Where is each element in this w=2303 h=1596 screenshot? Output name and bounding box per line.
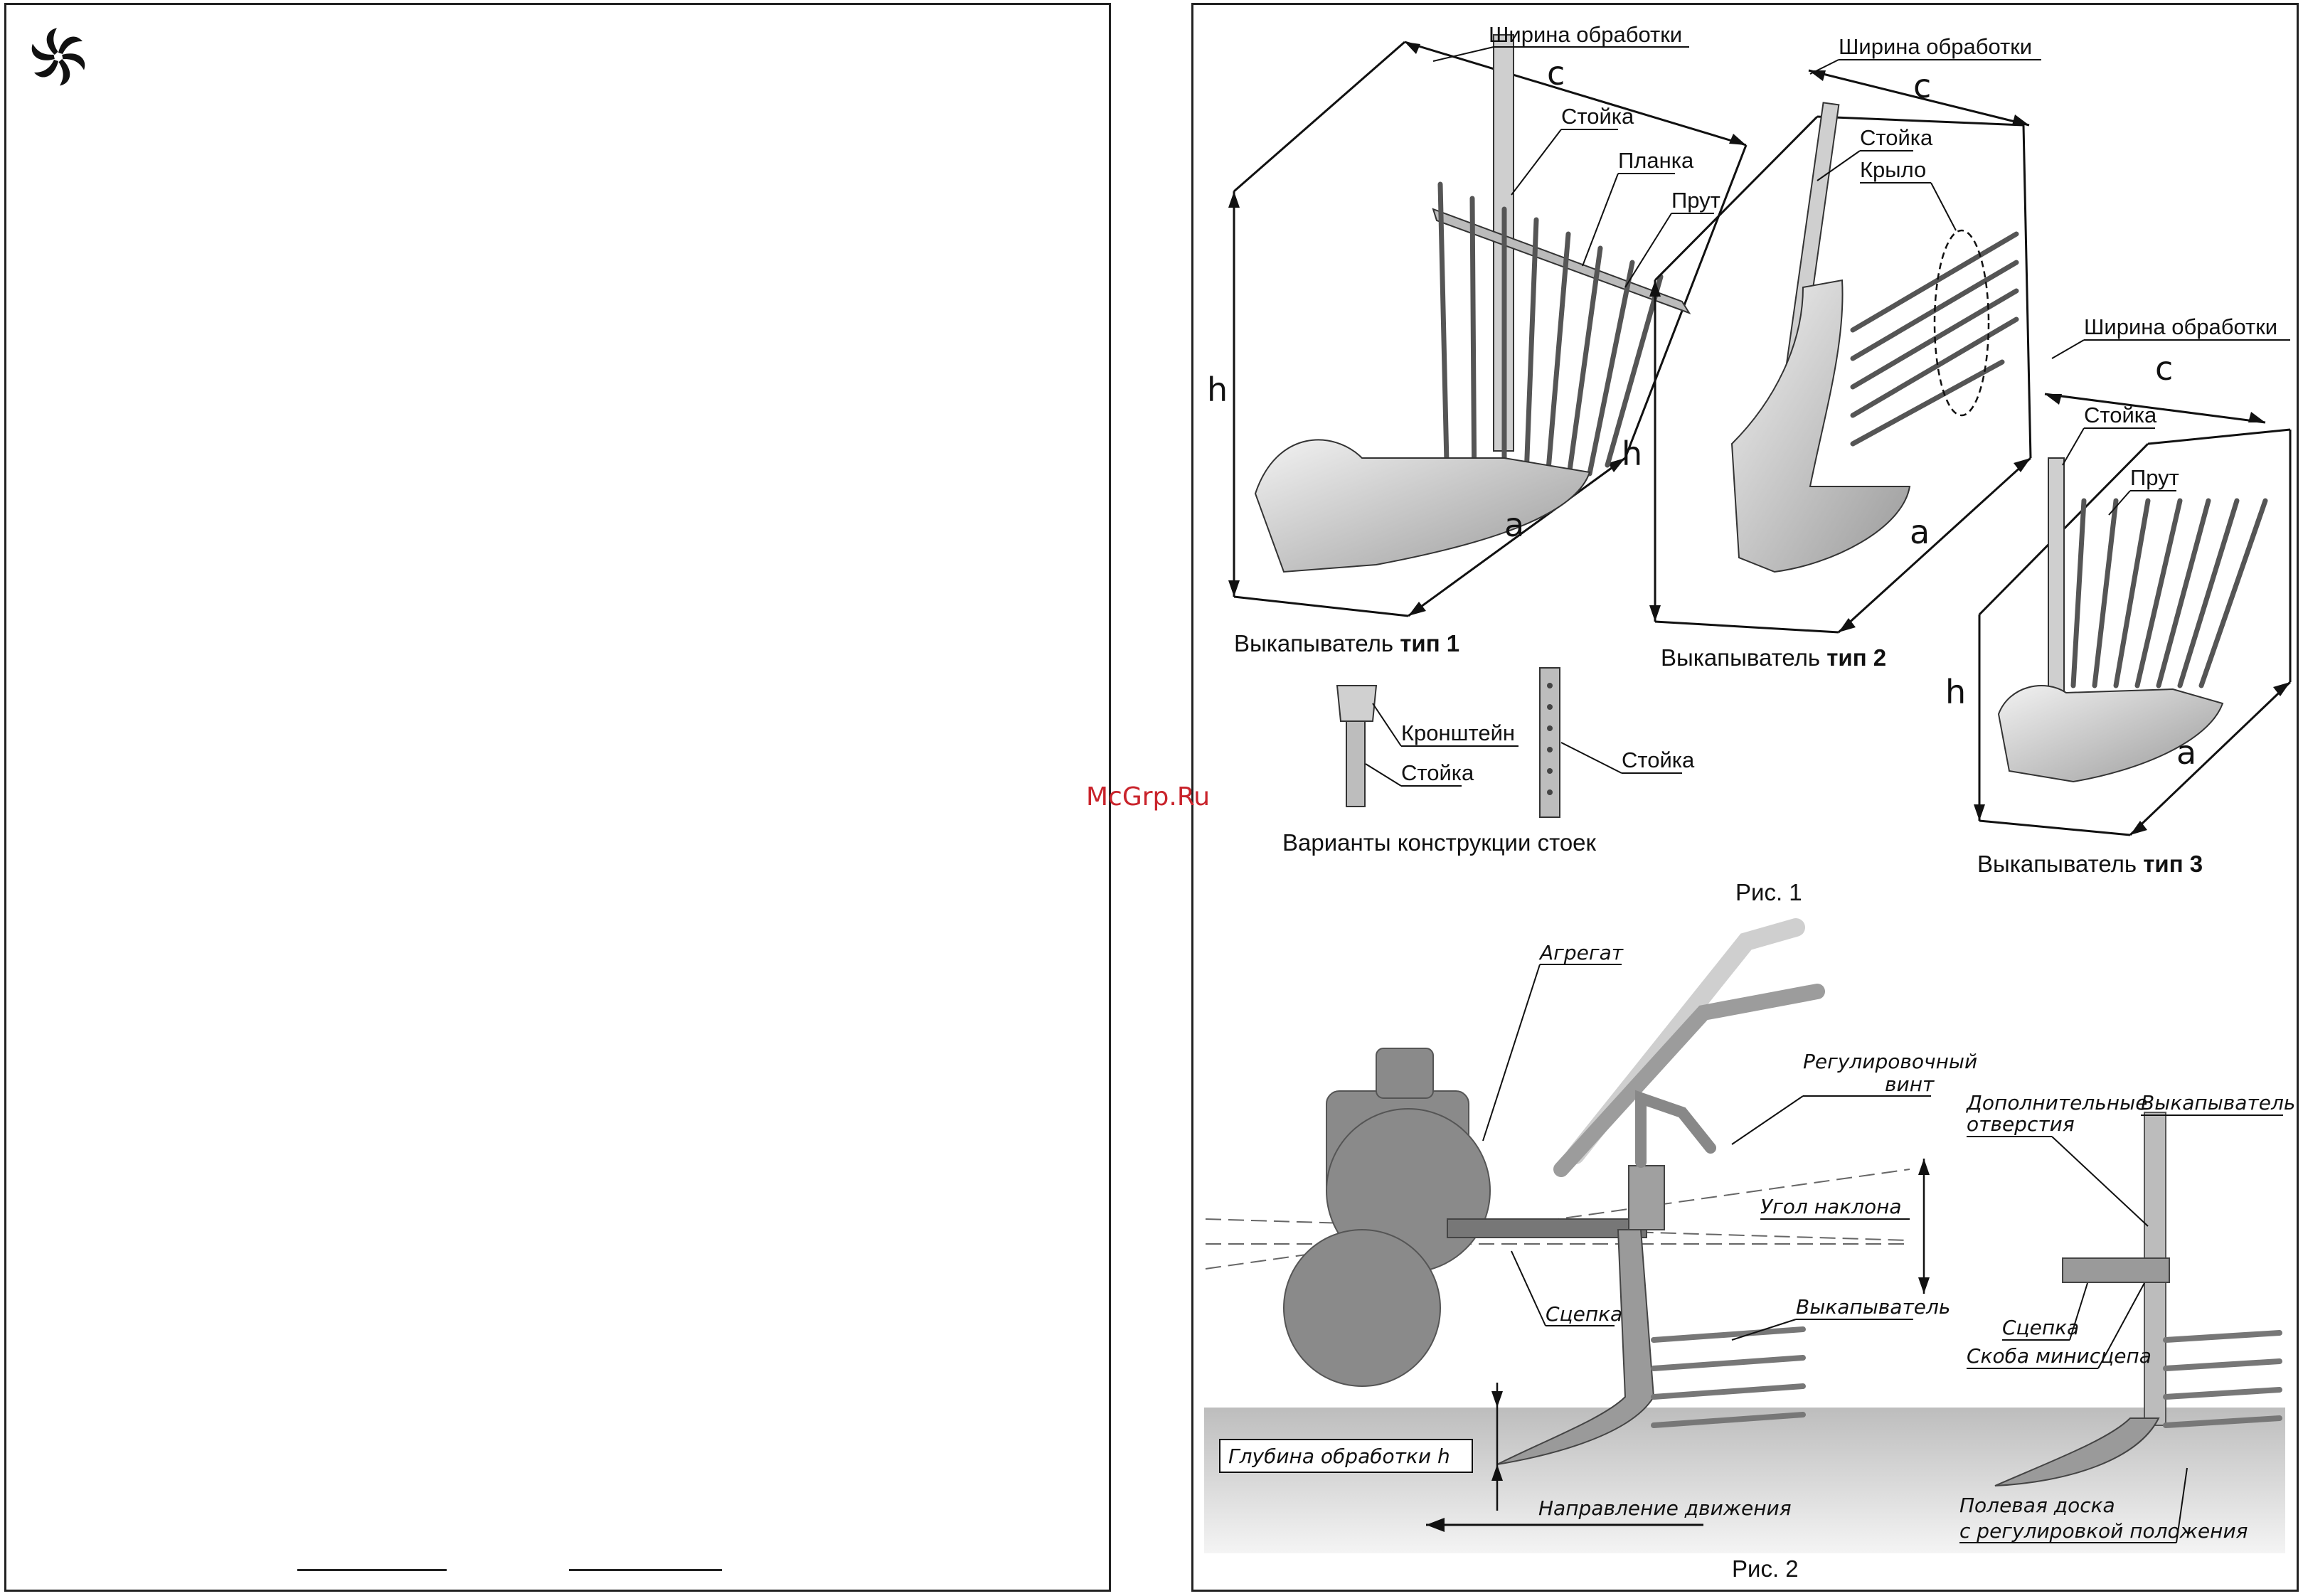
- type1-dim-a: a: [1504, 506, 1524, 544]
- type3-caption: Выкапыватель тип 3: [1977, 851, 2203, 877]
- label-glubina: Глубина обработки h: [1228, 1445, 1450, 1468]
- digger-type-3: Ширина обработки c h a Стойка Прут Выкап…: [1945, 314, 2292, 877]
- label-stoika-a: Стойка: [1401, 760, 1474, 785]
- type1-caption: Выкапыватель тип 1: [1234, 630, 1459, 656]
- signature-line-2: [569, 1569, 722, 1571]
- type1-width-label: Ширина обработки: [1489, 22, 1682, 47]
- type2-dim-h: h: [1622, 435, 1642, 473]
- figure-2: Агрегат Регулировочный винт Угол наклона…: [1204, 918, 2295, 1553]
- type1-label-stoika: Стойка: [1561, 104, 1634, 129]
- fig1-caption: Рис. 1: [1735, 879, 1802, 905]
- type3-dim-a: a: [2176, 733, 2196, 772]
- label-vykap-right: Выкапыватель: [2141, 1091, 2295, 1114]
- type2-label-stoika: Стойка: [1860, 125, 1933, 150]
- label-stoika-b: Стойка: [1622, 748, 1695, 772]
- type3-dim-h: h: [1945, 673, 1966, 711]
- label-polevaya-1: Полевая доска: [1959, 1494, 2115, 1517]
- pinwheel-logo-icon: [31, 28, 85, 86]
- type1-dim-c: c: [1547, 54, 1565, 92]
- type2-width-label: Ширина обработки: [1839, 34, 2032, 59]
- watermark: McGrp.Ru: [1086, 782, 1211, 812]
- label-ugol: Угол наклона: [1760, 1195, 1902, 1218]
- label-scepka-left: Сцепка: [1546, 1302, 1622, 1326]
- post-variants: Кронштейн Стойка Стойка Варианты констру…: [1282, 667, 1695, 856]
- label-dop-2: отверстия: [1967, 1112, 2075, 1136]
- label-reg-vint-2: винт: [1885, 1073, 1935, 1096]
- type1-label-planka: Планка: [1618, 148, 1694, 173]
- left-page: [4, 3, 1111, 1592]
- label-dop-1: Дополнительные: [1965, 1091, 2147, 1114]
- type3-dim-c: c: [2155, 349, 2173, 388]
- type3-label-stoika: Стойка: [2084, 403, 2157, 427]
- type1-label-prut: Прут: [1671, 188, 1720, 213]
- type2-label-krylo: Крыло: [1860, 157, 1926, 182]
- label-reg-vint-1: Регулировочный: [1803, 1050, 1977, 1073]
- type1-dim-h: h: [1207, 371, 1228, 409]
- post-variants-caption: Варианты конструкции стоек: [1282, 829, 1597, 856]
- type2-dim-a: a: [1910, 513, 1930, 551]
- label-napravlenie: Направление движения: [1538, 1496, 1792, 1520]
- fig2-caption: Рис. 2: [1732, 1555, 1799, 1582]
- signature-line-1: [297, 1569, 447, 1571]
- label-scepka-right: Сцепка: [2002, 1316, 2079, 1339]
- label-kronshtein: Кронштейн: [1401, 720, 1515, 745]
- label-agregat: Агрегат: [1538, 941, 1624, 964]
- label-skoba: Скоба минисцепа: [1967, 1344, 2152, 1368]
- figures-canvas: Ширина обработки c h a Стойка Планка Пру…: [1204, 22, 2295, 1582]
- type2-caption: Выкапыватель тип 2: [1661, 644, 1886, 671]
- type3-width-label: Ширина обработки: [2084, 314, 2277, 339]
- digger-type-2: Ширина обработки c h a Стойка Крыло Выка…: [1622, 34, 2041, 671]
- type2-dim-c: c: [1913, 67, 1931, 105]
- type3-label-prut: Прут: [2130, 465, 2179, 490]
- label-polevaya-2: с регулировкой положения: [1959, 1519, 2248, 1543]
- label-vykap-left: Выкапыватель: [1796, 1295, 1950, 1319]
- digger-type-1: Ширина обработки c h a Стойка Планка Пру…: [1207, 22, 1748, 656]
